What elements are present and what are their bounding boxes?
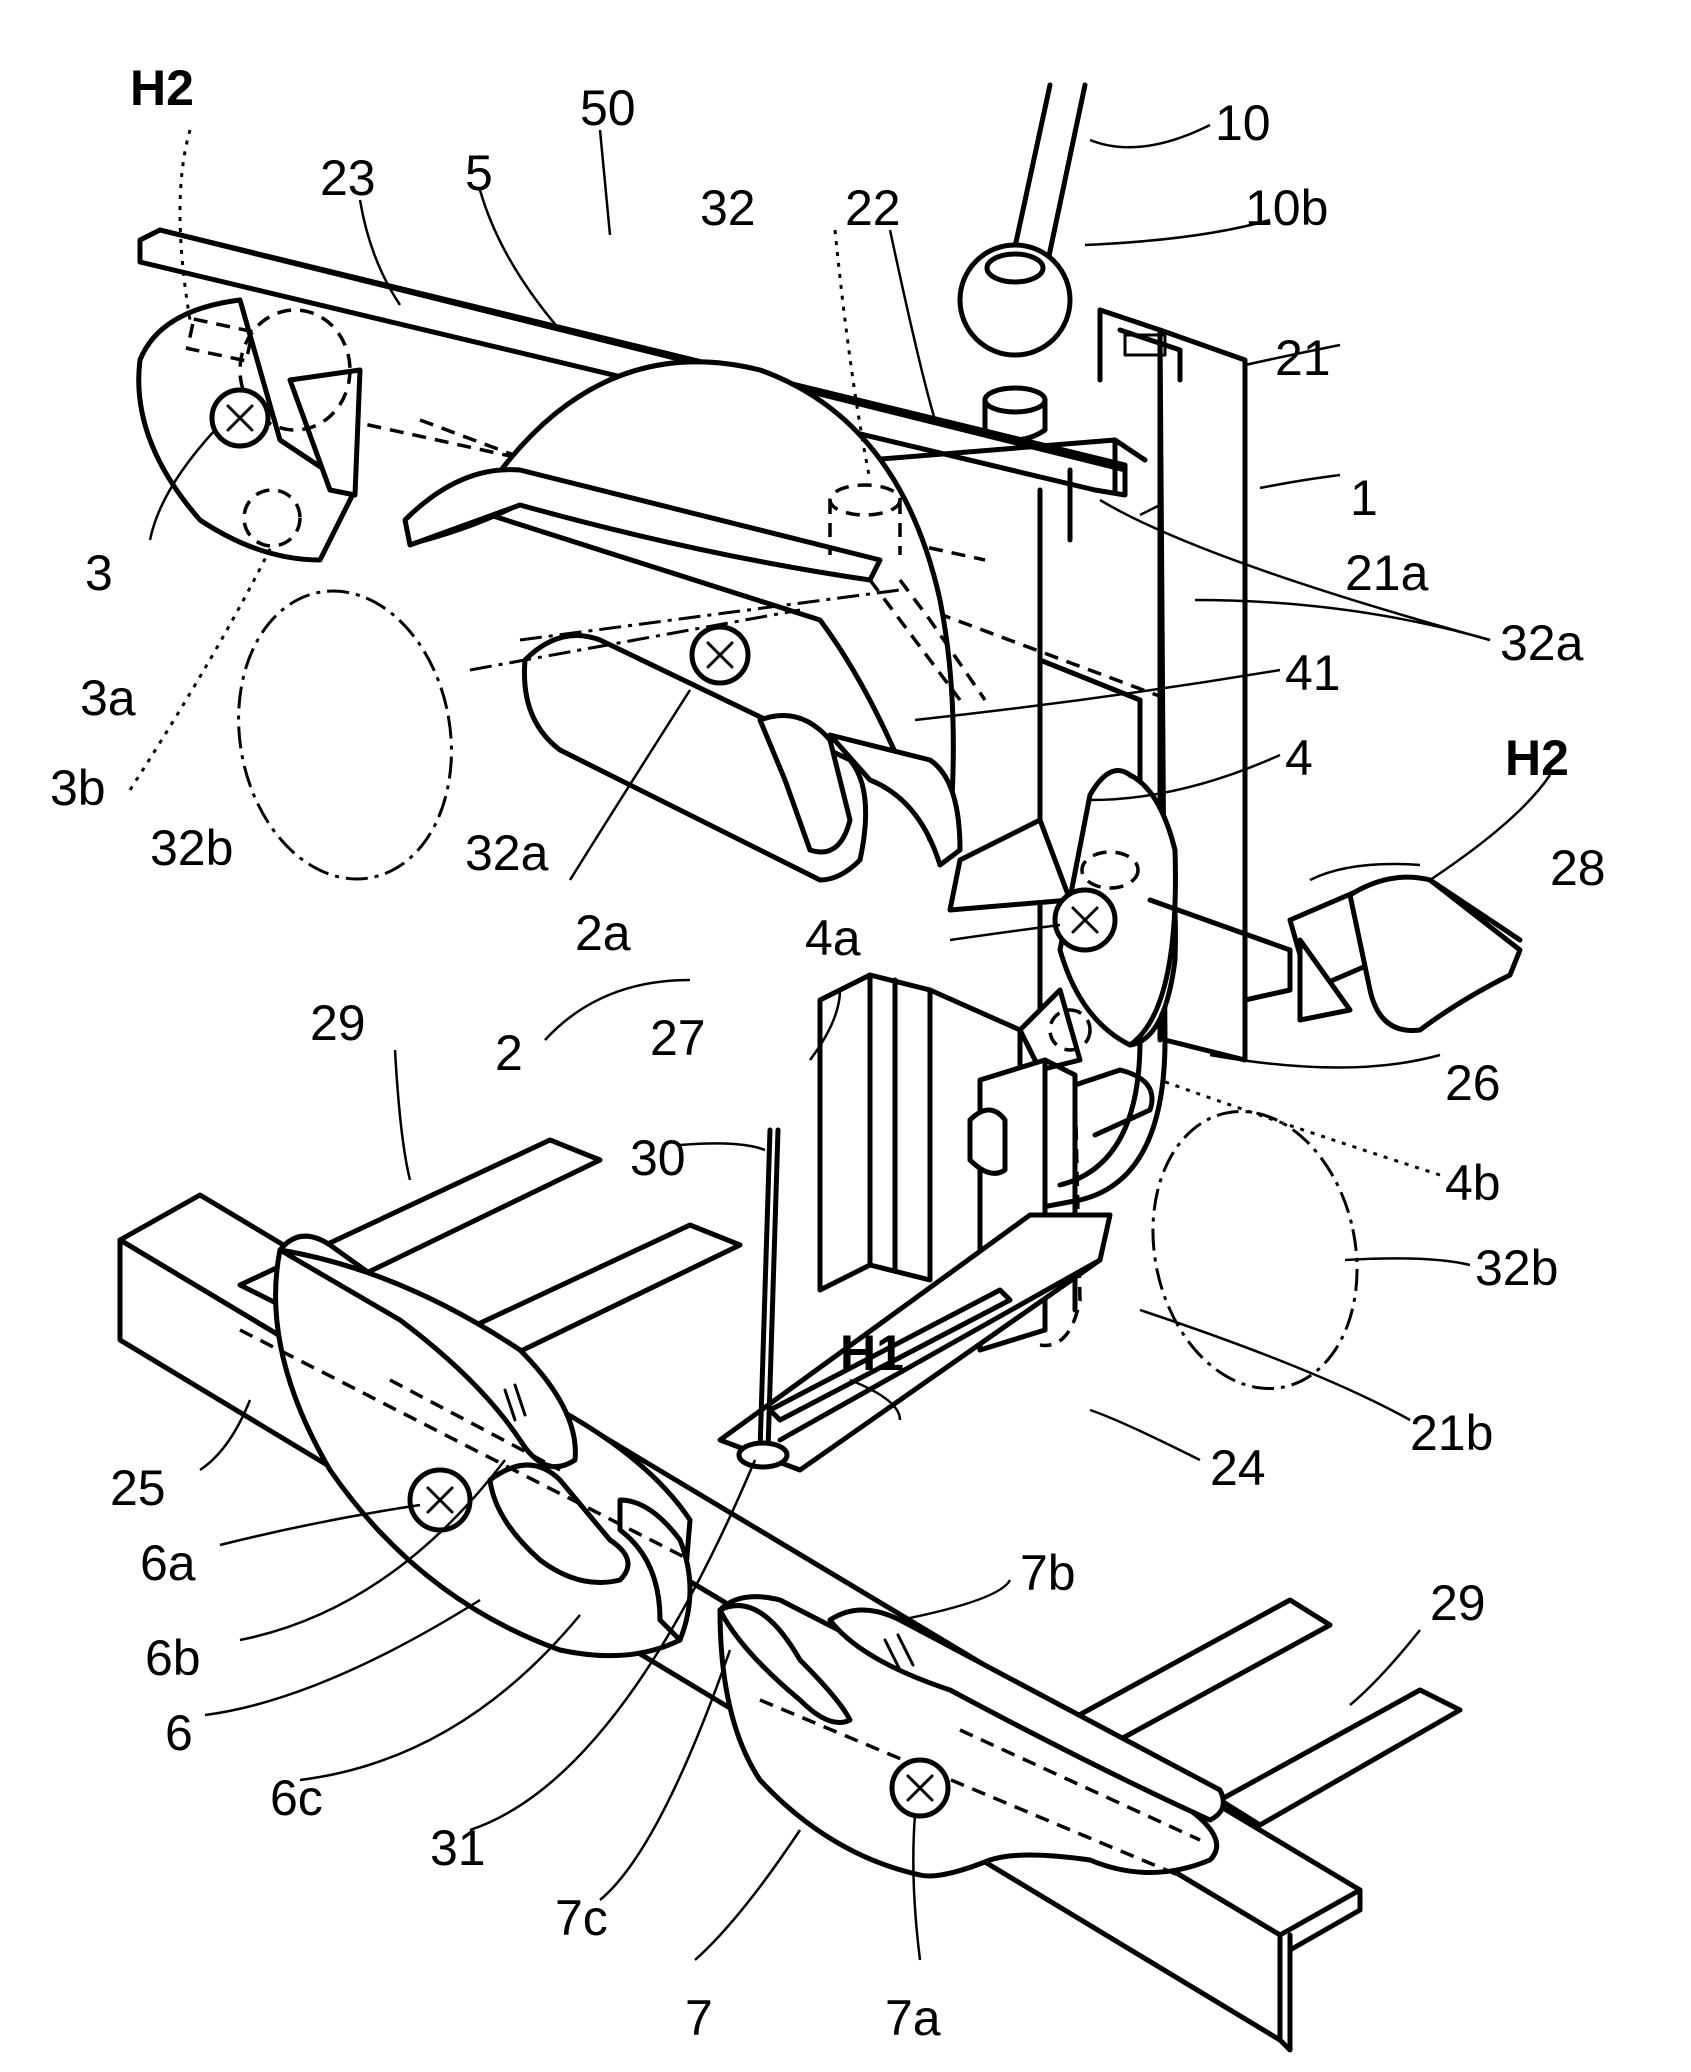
label-32b-left: 32b	[150, 820, 233, 876]
disc-3	[139, 300, 360, 560]
label-21: 21	[1275, 330, 1331, 386]
label-7c: 7c	[555, 1890, 608, 1946]
label-22: 22	[845, 180, 901, 236]
label-h1: H1	[840, 1325, 904, 1381]
label-31: 31	[430, 1820, 486, 1876]
label-32a-left: 32a	[465, 825, 549, 881]
label-10: 10	[1215, 95, 1271, 151]
label-6a: 6a	[140, 1535, 196, 1591]
label-h2-top: H2	[130, 60, 194, 116]
operating-rod	[960, 85, 1085, 440]
label-2: 2	[495, 1025, 523, 1081]
label-3a: 3a	[80, 670, 136, 726]
label-5: 5	[465, 145, 493, 201]
label-50: 50	[580, 80, 636, 136]
label-30: 30	[630, 1130, 686, 1186]
label-6b: 6b	[145, 1630, 201, 1686]
label-10b: 10b	[1245, 180, 1328, 236]
label-21a: 21a	[1345, 545, 1429, 601]
label-26: 26	[1445, 1055, 1501, 1111]
label-21b: 21b	[1410, 1405, 1493, 1461]
label-32: 32	[700, 180, 756, 236]
disc-4	[950, 771, 1175, 1071]
label-24: 24	[1210, 1440, 1266, 1496]
label-1: 1	[1350, 470, 1378, 526]
label-6: 6	[165, 1705, 193, 1761]
label-3: 3	[85, 545, 113, 601]
label-29-right: 29	[1430, 1575, 1486, 1631]
label-23: 23	[320, 150, 376, 206]
label-28: 28	[1550, 840, 1606, 896]
label-25: 25	[110, 1460, 166, 1516]
label-3b: 3b	[50, 760, 106, 816]
label-h2-right: H2	[1505, 730, 1569, 786]
phantom-32b-left	[216, 574, 473, 896]
label-29-top: 29	[310, 995, 366, 1051]
label-7a: 7a	[885, 1990, 941, 2046]
label-4: 4	[1285, 730, 1313, 786]
phantom-32b-right	[1128, 1092, 1382, 1407]
label-7: 7	[685, 1990, 713, 2046]
label-6c: 6c	[270, 1770, 323, 1826]
label-4b: 4b	[1445, 1155, 1501, 1211]
label-32b-right: 32b	[1475, 1240, 1558, 1296]
handle-28	[1350, 877, 1520, 1030]
label-27: 27	[650, 1010, 706, 1066]
washer-31	[739, 1443, 787, 1467]
label-41: 41	[1285, 645, 1341, 701]
label-2a: 2a	[575, 905, 631, 961]
label-32a-right: 32a	[1500, 615, 1584, 671]
label-7b: 7b	[1020, 1545, 1076, 1601]
label-4a: 4a	[805, 910, 861, 966]
